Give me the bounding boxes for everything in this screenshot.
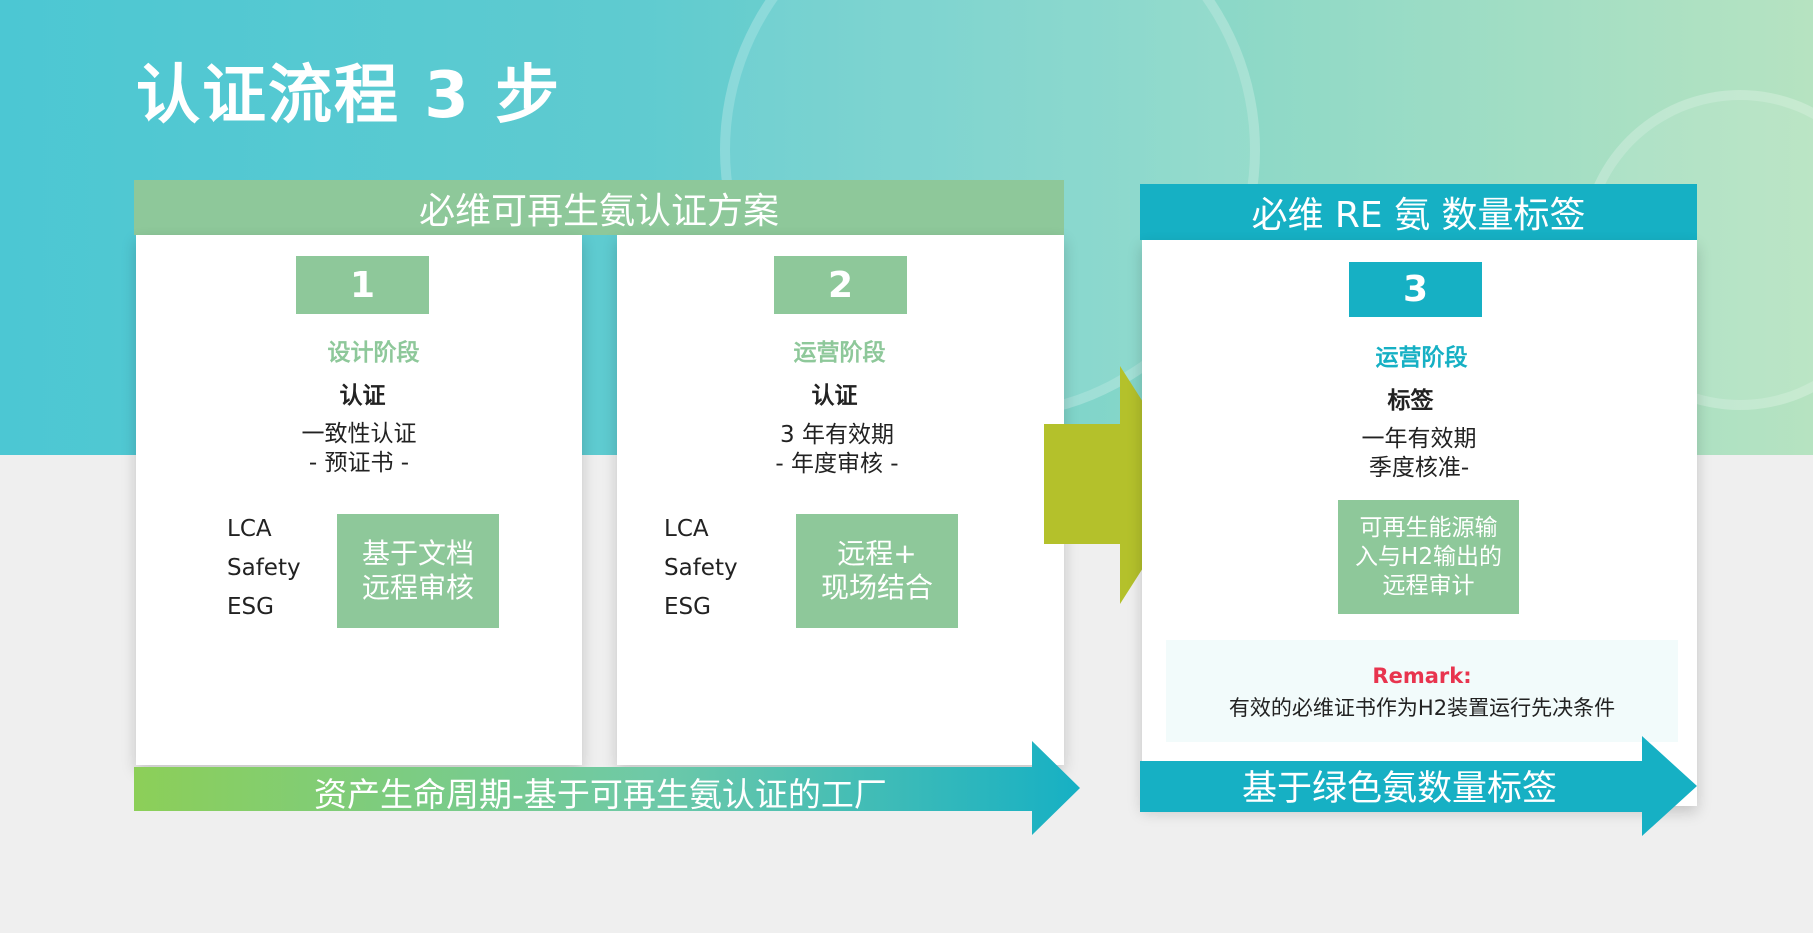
list-item: ESG xyxy=(664,594,711,620)
page-title: 认证流程 3 步 xyxy=(136,59,562,133)
remark-label: Remark: xyxy=(1372,664,1472,688)
validity-sub-line: - 年度审核 - xyxy=(775,451,899,477)
validity-line: 一年有效期 xyxy=(1361,426,1477,452)
step-number: 2 xyxy=(827,264,854,306)
validity-line: 一致性认证 xyxy=(301,421,417,447)
audit-method-line: 可再生能源输 xyxy=(1359,514,1498,541)
validity-line: 3 年有效期 xyxy=(780,422,894,448)
quantity-label-arrow-text: 基于绿色氨数量标签 xyxy=(1242,769,1558,809)
step-number: 3 xyxy=(1402,269,1429,310)
scheme-header: 必维可再生氨认证方案 xyxy=(134,180,1064,235)
audit-method-line: 基于文档 xyxy=(361,537,474,570)
remark-box: Remark: 有效的必维证书作为H2装置运行先决条件 xyxy=(1166,640,1678,742)
phase-label: 设计阶段 xyxy=(327,340,420,366)
validity-sub-line: - 预证书 - xyxy=(308,450,410,476)
list-item: LCA xyxy=(227,516,272,542)
list-item: Safety xyxy=(227,555,301,581)
type-label: 认证 xyxy=(811,383,858,409)
scheme-header-label: 必维可再生氨认证方案 xyxy=(418,190,779,232)
audit-method-line: 远程审计 xyxy=(1382,572,1475,599)
step-number-badge: 2 xyxy=(774,256,907,314)
audit-method-box: 基于文档 远程审核 xyxy=(337,514,499,628)
audit-method-box: 远程+ 现场结合 xyxy=(796,514,958,628)
label-header-text: 必维 RE 氨 数量标签 xyxy=(1251,195,1586,236)
remark-text: 有效的必维证书作为H2装置运行先决条件 xyxy=(1228,696,1616,720)
phase-label: 运营阶段 xyxy=(1375,345,1468,371)
audit-method-line: 远程审核 xyxy=(361,571,474,604)
step-number: 1 xyxy=(349,264,376,306)
type-label: 标签 xyxy=(1387,388,1434,414)
audit-method-line: 现场结合 xyxy=(820,571,933,604)
list-item: Safety xyxy=(664,555,738,581)
list-item: ESG xyxy=(227,594,274,620)
phase-label: 运营阶段 xyxy=(793,340,886,366)
step-number-badge: 1 xyxy=(296,256,429,314)
step-number-badge: 3 xyxy=(1349,262,1482,317)
audit-method-line: 远程+ xyxy=(837,537,917,570)
quantity-label-arrow xyxy=(1140,736,1697,836)
list-item: LCA xyxy=(664,516,709,542)
step-card-2 xyxy=(617,235,1064,765)
validity-sub-line: 季度核准- xyxy=(1368,455,1470,481)
type-label: 认证 xyxy=(339,383,386,409)
lifecycle-arrow xyxy=(134,741,1080,835)
label-header: 必维 RE 氨 数量标签 xyxy=(1140,184,1697,240)
audit-method-box: 可再生能源输 入与H2输出的 远程审计 xyxy=(1338,500,1519,614)
step-card-1 xyxy=(136,235,582,765)
lifecycle-arrow-label: 资产生命周期-基于可再生氨认证的工厂 xyxy=(314,775,887,814)
audit-method-line: 入与H2输出的 xyxy=(1355,543,1502,570)
